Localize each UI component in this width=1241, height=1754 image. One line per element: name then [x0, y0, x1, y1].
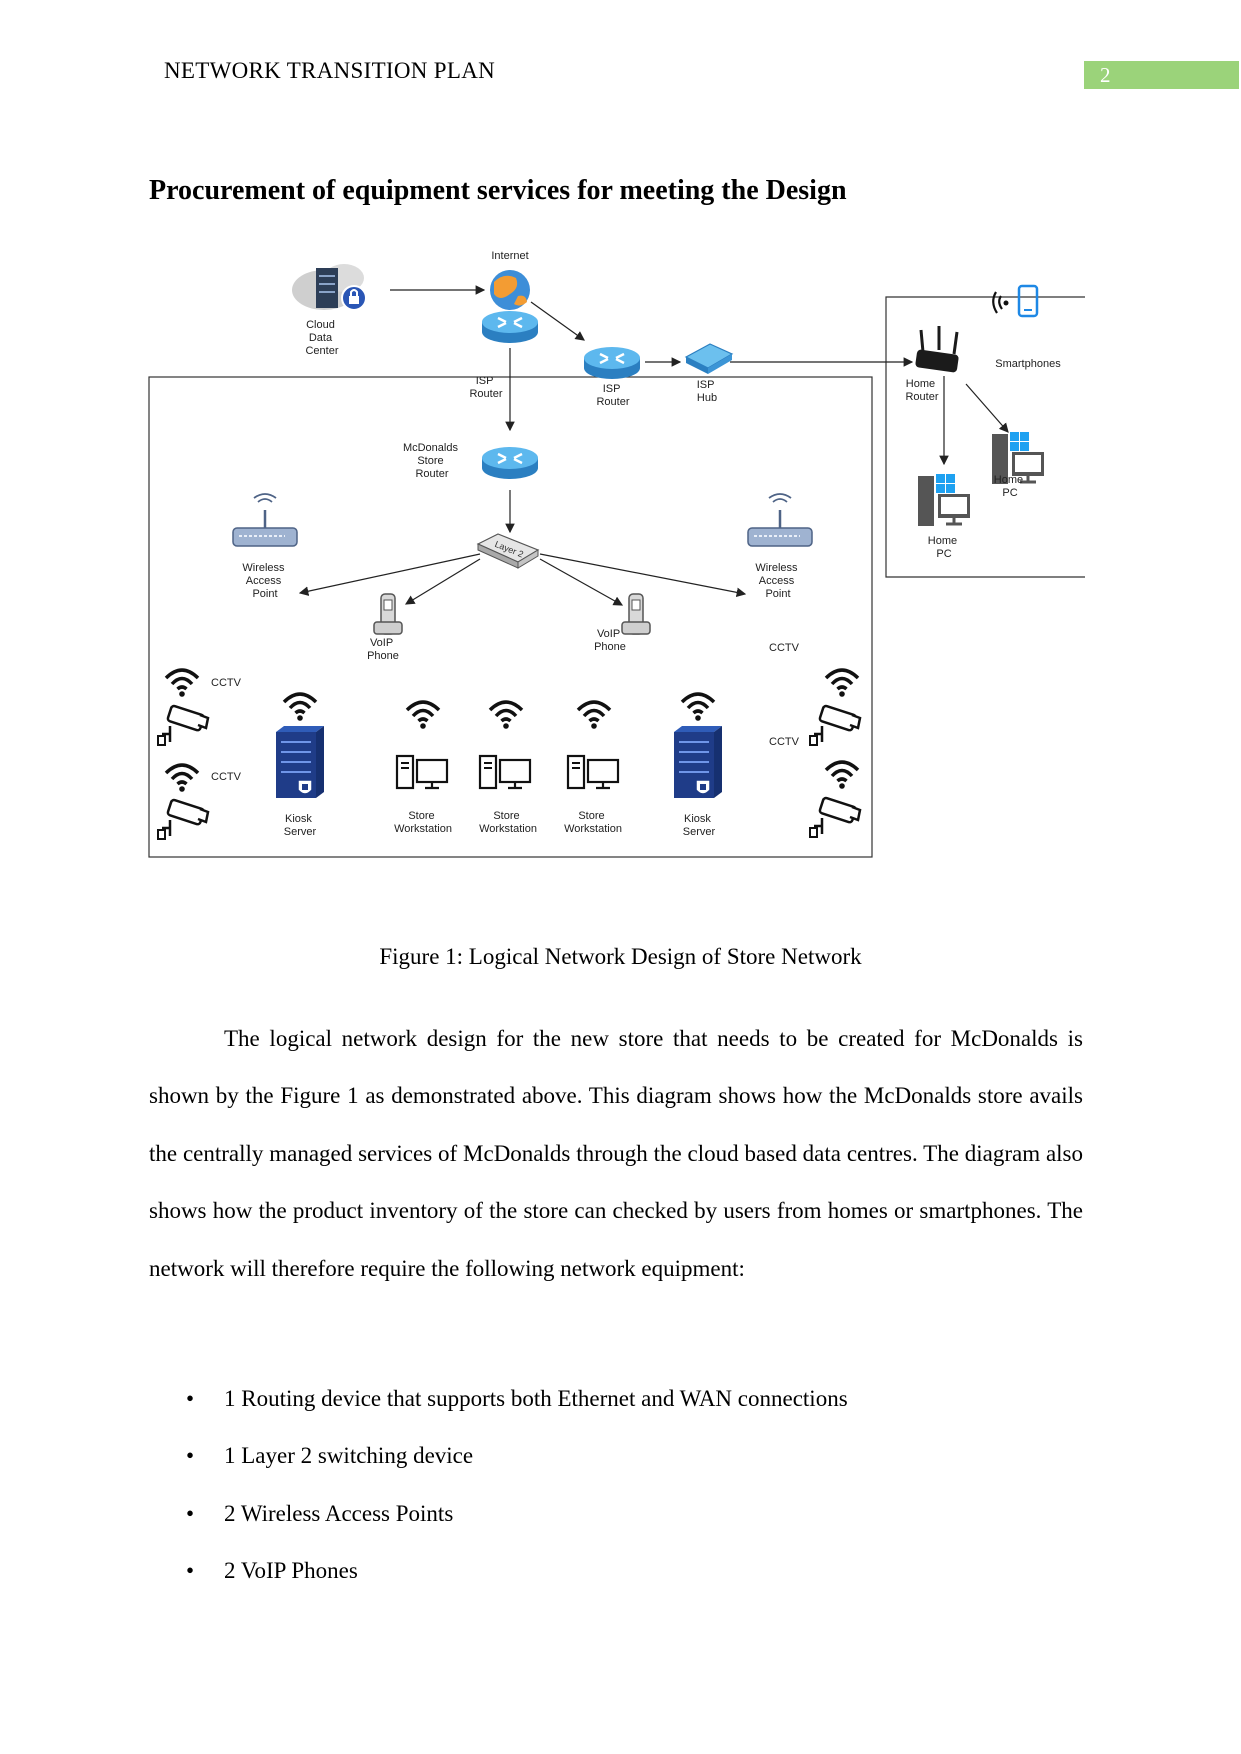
voip-phone-right-label: VoIP Phone — [594, 628, 626, 653]
home-router-label: Home Router — [905, 378, 938, 403]
cctv-3-camera-icon — [808, 703, 862, 747]
cctv-2-camera-icon — [156, 797, 210, 841]
cctv-3-wifi-icon — [824, 668, 860, 699]
internet-globe-icon — [490, 270, 530, 310]
store-router-label: McDonalds Store Router — [403, 442, 461, 480]
smartphones-label: Smartphones — [995, 358, 1061, 370]
cctv-3-label: CCTV — [769, 642, 800, 654]
kiosk-server-right-label: Kiosk Server — [683, 813, 716, 838]
kiosk-server-left-label: Kiosk Server — [284, 813, 317, 838]
network-diagram: Internet Cloud Data Center ISP Router IS… — [148, 250, 1085, 858]
wireless-access-point-right-label: Wireless Access Point — [755, 562, 800, 600]
smartphone-wifi-icon — [992, 291, 1009, 314]
list-item-text: 2 VoIP Phones — [224, 1558, 358, 1584]
home-pc-2-label: Home PC — [928, 535, 960, 560]
cctv-1-label: CCTV — [211, 677, 242, 689]
connection-lines — [298, 282, 1009, 606]
voip-phone-left-label: VoIP Phone — [367, 637, 399, 662]
home-pc-1-label: Home PC — [994, 474, 1026, 499]
list-item: • 2 Wireless Access Points — [149, 1485, 848, 1542]
bullet-icon: • — [186, 1500, 195, 1526]
cctv-4-wifi-icon — [824, 760, 860, 791]
list-item: • 2 VoIP Phones — [149, 1542, 848, 1599]
kiosk-server-right-icon — [673, 725, 723, 799]
cctv-4-label: CCTV — [769, 736, 800, 748]
workstation-3-icon — [566, 754, 620, 790]
kiosk-server-left-icon — [275, 725, 325, 799]
cctv-1-camera-icon — [156, 703, 210, 747]
workstation-1-label: Store Workstation — [394, 810, 452, 835]
cctv-2-label: CCTV — [211, 771, 242, 783]
list-item-text: 2 Wireless Access Points — [224, 1500, 454, 1526]
workstation-2-label: Store Workstation — [479, 810, 537, 835]
workstation-2-icon — [478, 754, 532, 790]
equipment-list: • 1 Routing device that supports both Eth… — [149, 1370, 848, 1600]
workstation-3-wifi-icon — [576, 700, 612, 731]
home-router-icon — [915, 326, 959, 373]
layer2-switch-icon: Layer 2 — [476, 533, 540, 569]
cloud-data-center-label: Cloud Data Center — [305, 319, 338, 357]
isp-router-2-icon — [582, 345, 642, 381]
store-router-icon — [480, 445, 540, 481]
wireless-access-point-left-label: Wireless Access Point — [242, 562, 287, 600]
cctv-1-wifi-icon — [164, 668, 200, 699]
isp-hub-label: ISP Hub — [697, 379, 718, 404]
wireless-access-point-left-icon — [231, 492, 299, 548]
figure-caption: Figure 1: Logical Network Design of Stor… — [379, 944, 862, 969]
list-item: • 1 Routing device that supports both Eth… — [149, 1370, 848, 1427]
workstation-1-wifi-icon — [405, 700, 441, 731]
bullet-icon: • — [186, 1443, 195, 1469]
page-number: 2 — [1084, 61, 1239, 89]
isp-router-2-label: ISP Router — [596, 383, 629, 408]
workstation-1-icon — [395, 754, 449, 790]
bullet-icon: • — [186, 1558, 195, 1584]
cctv-2-wifi-icon — [164, 763, 200, 794]
list-item-text: 1 Routing device that supports both Ethe… — [224, 1386, 848, 1411]
voip-phone-right-icon — [621, 593, 651, 635]
workstation-3-label: Store Workstation — [564, 810, 622, 835]
smartphone-icon — [1017, 284, 1039, 318]
isp-hub-icon — [684, 343, 734, 374]
list-item-text: 1 Layer 2 switching device — [224, 1443, 474, 1469]
kiosk-server-right-wifi-icon — [680, 692, 716, 723]
home-pc-2-icon — [916, 472, 972, 528]
running-head: NETWORK TRANSITION PLAN — [164, 58, 496, 83]
section-heading: Procurement of equipment services for me… — [149, 175, 847, 206]
list-item: • 1 Layer 2 switching device — [149, 1427, 848, 1484]
wireless-access-point-right-icon — [746, 492, 814, 548]
body-paragraph: The logical network design for the new s… — [149, 1026, 1083, 1281]
internet-label: Internet — [491, 250, 528, 262]
bullet-icon: • — [186, 1386, 195, 1411]
voip-phone-left-icon — [373, 593, 403, 635]
workstation-2-wifi-icon — [488, 700, 524, 731]
kiosk-server-left-wifi-icon — [282, 692, 318, 723]
isp-router-1-icon — [480, 309, 540, 345]
cctv-4-camera-icon — [808, 795, 862, 839]
cloud-data-center-icon — [292, 264, 367, 311]
network-diagram-figure: Internet Cloud Data Center ISP Router IS… — [148, 232, 1094, 904]
isp-router-1-label: ISP Router — [469, 375, 502, 400]
home-network-boundary — [885, 296, 1085, 578]
